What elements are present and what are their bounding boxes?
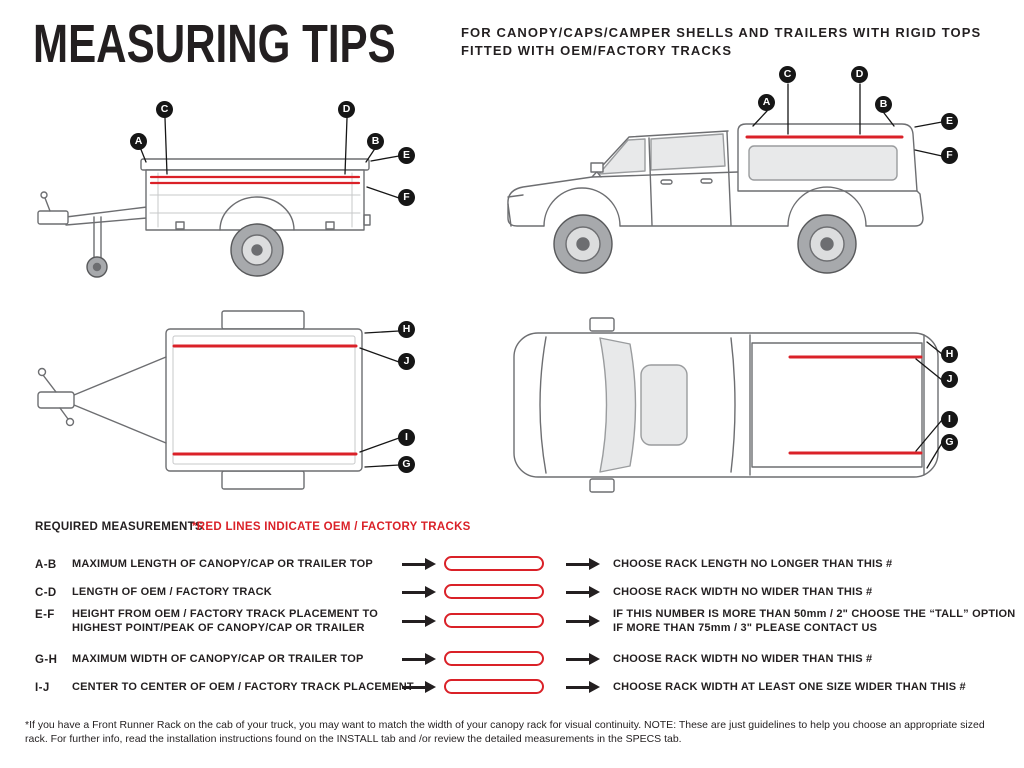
measurement-description: MAXIMUM LENGTH OF CANOPY/CAP OR TRAILER … [72,558,373,570]
trailer-side-illustration [37,117,400,278]
measurement-value-box [444,556,544,571]
measurement-description: CENTER TO CENTER OF OEM / FACTORY TRACK … [72,681,414,693]
trailer-top-illustration [37,310,400,490]
measurement-value-box [444,613,544,628]
measurement-key: C-D [35,587,57,599]
callout-b: B [875,96,892,113]
measurement-result: IF THIS NUMBER IS MORE THAN 50mm / 2" CH… [613,608,1016,634]
arrow-right-icon [402,653,436,665]
trailer-side-view-diagram: A C D B E F [30,95,440,290]
callout-g: G [941,434,958,451]
arrow-right-icon [566,558,600,570]
callout-f: F [398,189,415,206]
callout-e: E [398,147,415,164]
callout-f: F [941,147,958,164]
measurement-result: CHOOSE RACK WIDTH NO WIDER THAN THIS # [613,653,873,665]
callout-j: J [941,371,958,388]
page-title: MEASURING TIPS [33,14,396,74]
callout-h: H [941,346,958,363]
required-measurements-label: REQUIRED MEASUREMENTS [35,521,203,533]
measurement-key: A-B [35,559,57,571]
arrow-right-icon [402,558,436,570]
callout-e: E [941,113,958,130]
page-subtitle: FOR CANOPY/CAPS/CAMPER SHELLS AND TRAILE… [461,24,981,60]
measurement-row-ef: E-F HEIGHT FROM OEM / FACTORY TRACK PLAC… [0,608,1024,634]
arrow-right-icon [566,586,600,598]
measurement-key: I-J [35,682,50,694]
measurement-value-box [444,651,544,666]
measurement-description: LENGTH OF OEM / FACTORY TRACK [72,586,272,598]
callout-d: D [338,101,355,118]
measurement-value-box [444,584,544,599]
callout-c: C [779,66,796,83]
callout-d: D [851,66,868,83]
callout-a: A [130,133,147,150]
measurement-row-gh: G-H MAXIMUM WIDTH OF CANOPY/CAP OR TRAIL… [0,651,1024,675]
callout-h: H [398,321,415,338]
arrow-right-icon [402,681,436,693]
arrow-right-icon [566,681,600,693]
measurement-description: MAXIMUM WIDTH OF CANOPY/CAP OR TRAILER T… [72,653,364,665]
legend-row: REQUIRED MEASUREMENTS *RED LINES INDICAT… [0,521,1024,537]
page-subtitle-line: FITTED WITH OEM/FACTORY TRACKS [461,43,733,58]
truck-side-view-diagram: A C D B E F [495,60,965,290]
arrow-right-icon [402,615,436,627]
measurement-key: G-H [35,654,58,666]
truck-side-illustration [507,83,943,274]
measurement-result: CHOOSE RACK WIDTH NO WIDER THAN THIS # [613,586,873,598]
red-lines-note: *RED LINES INDICATE OEM / FACTORY TRACKS [192,521,471,533]
measurement-description: HEIGHT FROM OEM / FACTORY TRACK PLACEMEN… [72,608,379,634]
footnote: *If you have a Front Runner Rack on the … [25,719,985,745]
measurement-value-box [444,679,544,694]
page-subtitle-line: FOR CANOPY/CAPS/CAMPER SHELLS AND TRAILE… [461,25,982,40]
callout-g: G [398,456,415,473]
callout-b: B [367,133,384,150]
callout-i: I [941,411,958,428]
measurement-key: E-F [35,609,55,621]
arrow-right-icon [402,586,436,598]
arrow-right-icon [566,653,600,665]
callout-a: A [758,94,775,111]
callout-c: C [156,101,173,118]
truck-top-illustration [513,317,943,493]
measurement-row-ij: I-J CENTER TO CENTER OF OEM / FACTORY TR… [0,679,1024,703]
callout-i: I [398,429,415,446]
truck-top-view-diagram: H J I G [500,305,970,505]
measurement-row-ab: A-B MAXIMUM LENGTH OF CANOPY/CAP OR TRAI… [0,556,1024,580]
trailer-top-view-diagram: H J I G [30,305,440,495]
measurement-row-cd: C-D LENGTH OF OEM / FACTORY TRACK CHOOSE… [0,584,1024,608]
arrow-right-icon [566,615,600,627]
measurement-result: CHOOSE RACK WIDTH AT LEAST ONE SIZE WIDE… [613,681,966,693]
callout-j: J [398,353,415,370]
measurement-result: CHOOSE RACK LENGTH NO LONGER THAN THIS # [613,558,893,570]
